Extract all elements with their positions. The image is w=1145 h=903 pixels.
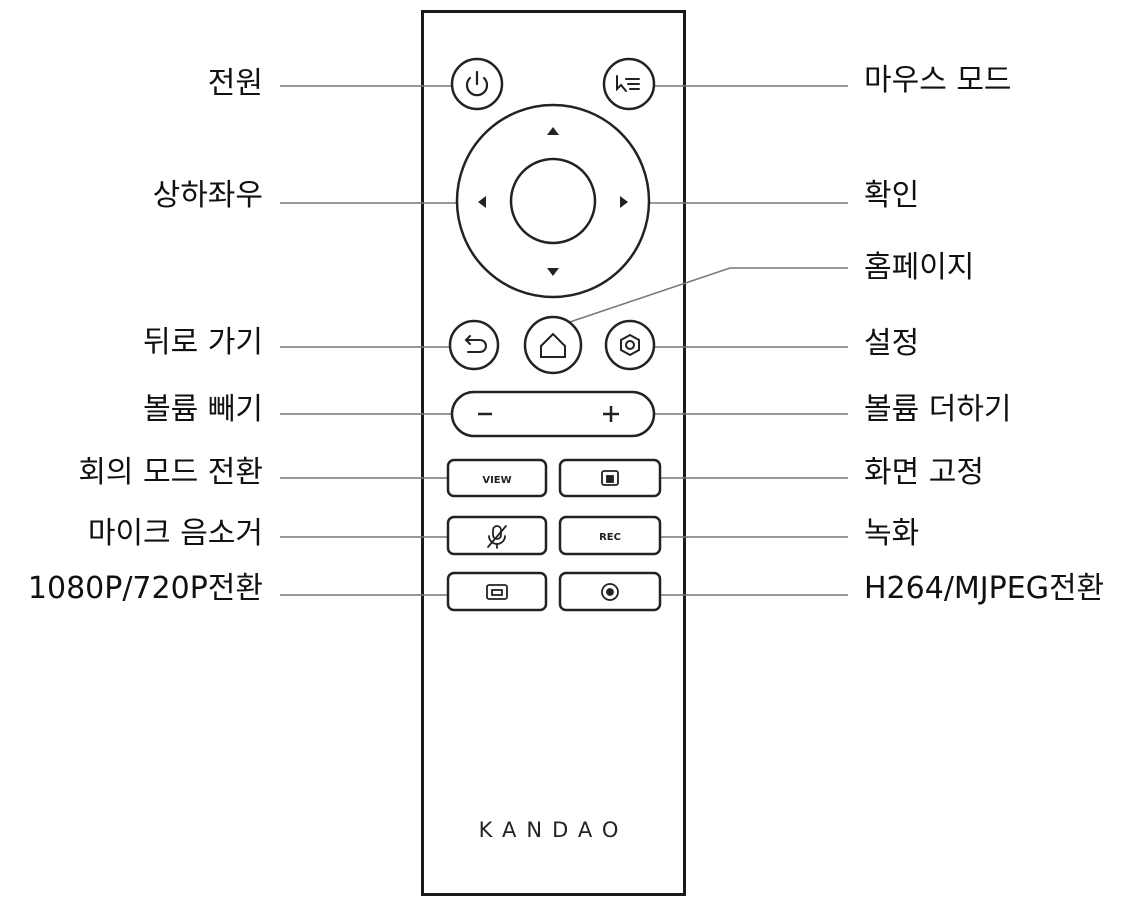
up-arrow-icon xyxy=(547,127,559,135)
label-settings: 설정 xyxy=(864,326,920,361)
home-button[interactable] xyxy=(523,315,583,375)
label-volume-down: 볼륨 빼기 xyxy=(143,392,263,427)
label-dpad: 상하좌우 xyxy=(152,178,263,213)
home-icon xyxy=(540,332,566,358)
power-icon xyxy=(465,70,489,97)
view-button[interactable] xyxy=(446,458,548,498)
label-codec: H264/MJPEG전환 xyxy=(864,571,1105,606)
mic-mute-icon xyxy=(487,525,507,549)
gear-icon xyxy=(620,333,640,357)
label-screen-freeze: 화면 고정 xyxy=(864,455,984,490)
label-mouse-mode: 마우스 모드 xyxy=(864,63,1012,98)
leader-home xyxy=(551,267,848,329)
resolution-button[interactable] xyxy=(446,571,548,612)
brand-logo: KANDAO xyxy=(478,818,629,842)
record-button-label: REC xyxy=(599,532,621,543)
volume-plus-icon xyxy=(603,406,619,422)
volume-rocker[interactable] xyxy=(450,390,656,438)
label-record: 녹화 xyxy=(864,516,920,551)
settings-button[interactable] xyxy=(604,319,656,371)
label-power: 전원 xyxy=(207,66,263,101)
label-volume-up: 볼륨 더하기 xyxy=(864,392,1012,427)
right-arrow-icon xyxy=(620,196,628,208)
lock-screen-icon xyxy=(601,470,619,486)
label-back: 뒤로 가기 xyxy=(143,325,263,360)
label-resolution: 1080P/720P전환 xyxy=(27,571,263,606)
resolution-icon xyxy=(486,584,508,600)
label-mic-mute: 마이크 음소거 xyxy=(87,516,263,551)
remote-body xyxy=(421,10,686,896)
camera-lens-icon xyxy=(601,583,619,601)
ok-button[interactable] xyxy=(509,157,597,245)
label-ok: 확인 xyxy=(864,178,920,213)
label-home: 홈페이지 xyxy=(864,250,975,285)
down-arrow-icon xyxy=(547,268,559,276)
label-meeting-mode: 회의 모드 전환 xyxy=(78,455,263,490)
mouse-pointer-icon xyxy=(616,75,640,92)
left-arrow-icon xyxy=(478,196,486,208)
back-icon xyxy=(464,335,487,353)
record-button[interactable] xyxy=(558,515,662,556)
back-button[interactable] xyxy=(448,319,500,371)
view-button-label: VIEW xyxy=(482,475,511,486)
